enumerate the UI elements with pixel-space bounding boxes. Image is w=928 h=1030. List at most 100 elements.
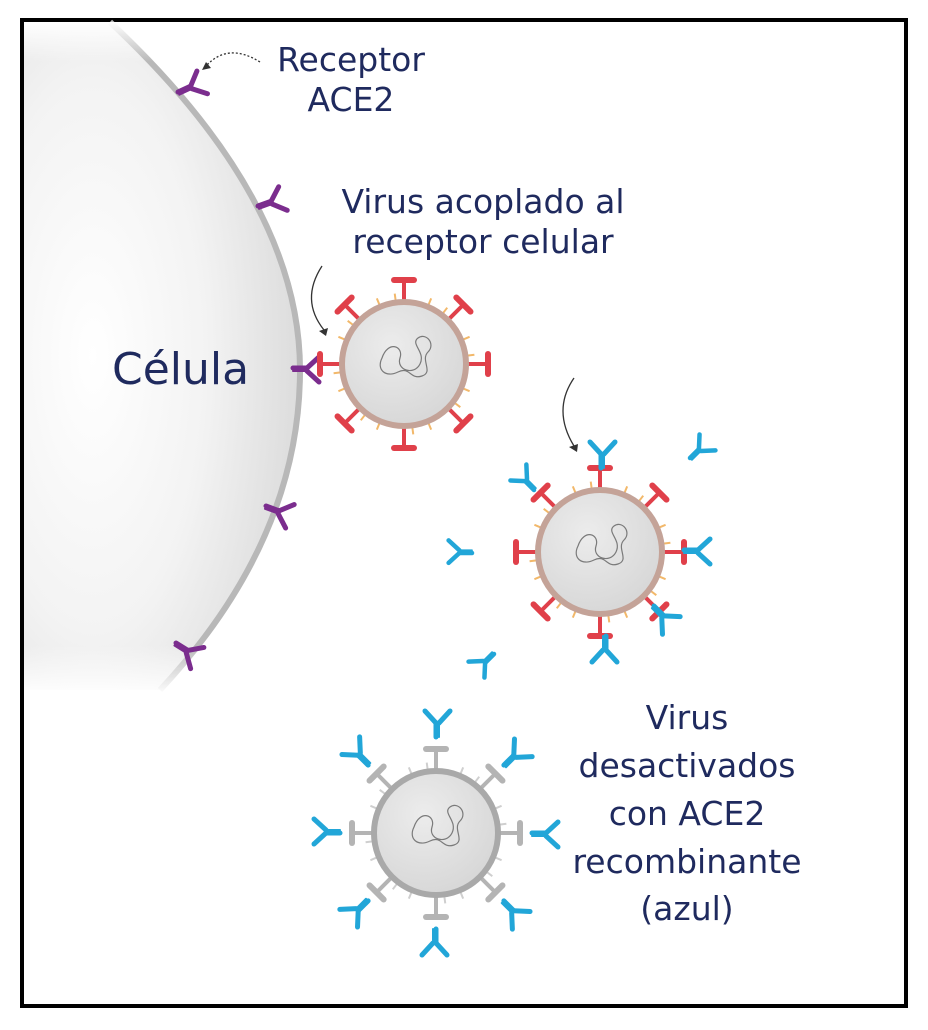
virus2-spike-cap (649, 482, 670, 503)
virus2-spike-cap (530, 482, 551, 503)
recombinant-ace2-arm-right (446, 538, 462, 553)
virus2-rna (575, 523, 628, 566)
virus-bound-to-receptor (317, 277, 491, 451)
ace2-receptor (255, 184, 290, 213)
recombinant-ace2-arm-left (695, 536, 713, 553)
ace2-receptor-arm-right (183, 650, 194, 672)
virus3-rna (411, 804, 464, 847)
recombinant-ace2-arm-right (601, 439, 618, 457)
virus2-envelope (535, 487, 665, 617)
virus1-envelope (339, 299, 469, 429)
label-cell: Célula (112, 344, 250, 395)
recombinant-ace2-arm-left (587, 439, 604, 457)
virus2-spike (539, 594, 558, 613)
recombinant-ace2-arm-left (508, 478, 528, 484)
recombinant-ace2-bound-arm-left (311, 830, 329, 847)
label-line: ACE2 (307, 80, 395, 120)
label-line: recombinante (572, 841, 802, 881)
recombinant-ace2-bound-arm-left (511, 908, 533, 914)
recombinant-ace2 (466, 651, 497, 680)
recombinant-ace2-bound (337, 897, 371, 930)
recombinant-ace2 (681, 536, 713, 567)
recombinant-ace2-bound-arm-right (357, 734, 363, 756)
ace2-receptor-arm-right (269, 201, 290, 213)
arrow-coupled (310, 265, 325, 331)
recombinant-ace2-bound-arm-right (436, 708, 453, 726)
recombinant-ace2-arm-right (695, 550, 713, 567)
virus1-spike (446, 406, 465, 425)
label-line: (azul) (640, 889, 734, 929)
virus1-spike-cap (453, 294, 474, 315)
ace2-receptor-arm-right (189, 86, 210, 97)
ace2-receptor (173, 640, 207, 672)
recombinant-ace2-bound-arm-left (339, 752, 361, 758)
virus1-spike (446, 303, 465, 322)
virus2-spike (642, 491, 661, 510)
recombinant-ace2-bound (500, 898, 533, 932)
arrow-head-antibody (569, 444, 578, 452)
recombinant-ace2-bound (419, 926, 450, 958)
label-ace2-receptor: Receptor ACE2 (256, 40, 446, 121)
ace2-receptor-arm-left (276, 502, 297, 514)
ace2-receptor (175, 68, 210, 97)
ace2-receptor (290, 354, 322, 385)
virus2-spike (539, 491, 558, 510)
recombinant-ace2 (446, 538, 475, 566)
recombinant-ace2 (587, 439, 618, 471)
recombinant-ace2 (508, 462, 537, 493)
recombinant-ace2-bound-arm-right (543, 833, 561, 850)
virus-with-recombinant-ace2 (446, 432, 718, 680)
arrow-head-coupled (319, 328, 328, 336)
virus1-spike (343, 303, 362, 322)
recombinant-ace2-bound-arm-left (543, 819, 561, 836)
recombinant-ace2-bound-arm-right (513, 754, 535, 760)
virus3-spike-cap (485, 763, 506, 784)
recombinant-ace2-arm-right (659, 615, 665, 637)
recombinant-ace2-bound (501, 736, 535, 769)
recombinant-ace2-arm-right (698, 448, 718, 454)
virus3-spike (375, 875, 394, 894)
label-virus-coupled: Virus acoplado al receptor celular (318, 182, 648, 263)
virus2-spike-cap (530, 601, 551, 622)
virus1-spike (343, 406, 362, 425)
virus3-spike-cap (366, 882, 387, 903)
recombinant-ace2-arm-right (466, 658, 486, 664)
recombinant-ace2-bound (422, 708, 453, 740)
recombinant-ace2-arm-left (446, 550, 462, 566)
virus3-spike (478, 875, 497, 894)
virus1-rna (379, 335, 432, 378)
recombinant-ace2-arm-left (482, 660, 488, 680)
recombinant-ace2-arm-left (696, 432, 702, 452)
recombinant-ace2-bound (311, 816, 343, 847)
label-line: receptor celular (352, 222, 614, 262)
label-line: con ACE2 (608, 793, 766, 833)
ace2-receptor-arm-right (275, 511, 289, 531)
label-line: desactivados (578, 745, 796, 785)
arrow-antibody (562, 377, 575, 447)
label-line: Virus (645, 698, 729, 737)
recombinant-ace2-bound-arm-left (355, 908, 361, 930)
recombinant-ace2-bound-arm-right (311, 816, 329, 833)
virus1-spike-cap (334, 413, 355, 434)
virus3-envelope (371, 768, 501, 898)
virus1-spike-cap (334, 294, 355, 315)
recombinant-ace2-bound-arm-right (337, 906, 359, 912)
virus3-spike-cap (366, 763, 387, 784)
recombinant-ace2-arm-right (589, 647, 606, 665)
cell-fade-bottom (24, 645, 284, 695)
recombinant-ace2-arm-left (603, 647, 620, 665)
recombinant-ace2-bound-arm-right (509, 910, 515, 932)
virus3-spike (375, 772, 394, 791)
recombinant-ace2-arm-right (524, 462, 530, 482)
ace2-receptor-arm-left (188, 68, 200, 89)
recombinant-ace2-bound-arm-left (433, 940, 450, 958)
cell-body (24, 22, 300, 690)
ace2-receptor-arm-right (304, 368, 322, 385)
pointer-arrows (202, 52, 578, 452)
recombinant-ace2-bound (339, 734, 372, 768)
recombinant-ace2-bound-arm-right (419, 940, 436, 958)
recombinant-ace2 (650, 603, 683, 637)
virus3-spike-cap (485, 882, 506, 903)
recombinant-ace2 (589, 633, 620, 665)
ace2-receptor (263, 502, 297, 531)
